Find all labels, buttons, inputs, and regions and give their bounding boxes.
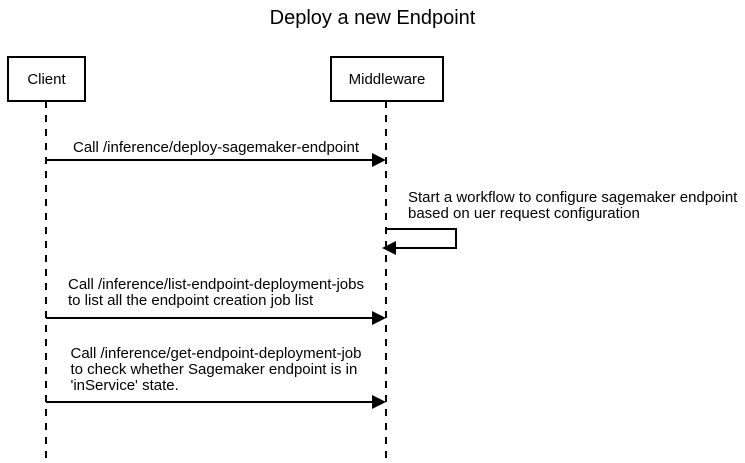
message-1-arrow-line: [46, 159, 372, 161]
message-2-self-loop-top: [386, 228, 457, 230]
message-3-arrowhead: [372, 311, 386, 325]
message-3-line-1: Call /inference/list-endpoint-deployment…: [68, 276, 364, 293]
message-3-label: Call /inference/list-endpoint-deployment…: [46, 277, 386, 309]
actor-box-middleware: Middleware: [330, 56, 444, 102]
message-2-label: Start a workflow to configure sagemaker …: [408, 190, 737, 222]
message-3-arrow-line: [46, 317, 372, 319]
message-2-self-loop-right: [455, 228, 457, 249]
actor-box-client: Client: [7, 56, 86, 102]
message-1-label: Call /inference/deploy-sagemaker-endpoin…: [46, 140, 386, 156]
message-4-line-1: Call /inference/get-endpoint-deployment-…: [70, 345, 362, 362]
message-2-arrowhead: [382, 241, 396, 255]
message-1-line-1: Call /inference/deploy-sagemaker-endpoin…: [73, 139, 359, 156]
message-4-arrowhead: [372, 395, 386, 409]
message-4-label: Call /inference/get-endpoint-deployment-…: [46, 346, 386, 394]
message-4-line-3: 'inService' state.: [70, 377, 179, 394]
message-4-line-2: to check whether Sagemaker endpoint is i…: [70, 361, 358, 378]
diagram-title: Deploy a new Endpoint: [269, 7, 476, 29]
lifeline-middleware: [385, 101, 387, 463]
message-4-arrow-line: [46, 401, 372, 403]
message-2-self-loop-bottom: [396, 247, 457, 249]
actor-client-label: Client: [27, 70, 66, 88]
actor-middleware-label: Middleware: [348, 70, 426, 88]
message-3-line-2: to list all the endpoint creation job li…: [68, 292, 314, 309]
message-2-line-2: based on uer request configuration: [408, 205, 640, 222]
lifeline-client: [45, 101, 47, 463]
message-2-line-1: Start a workflow to configure sagemaker …: [408, 189, 738, 206]
message-1-arrowhead: [372, 153, 386, 167]
